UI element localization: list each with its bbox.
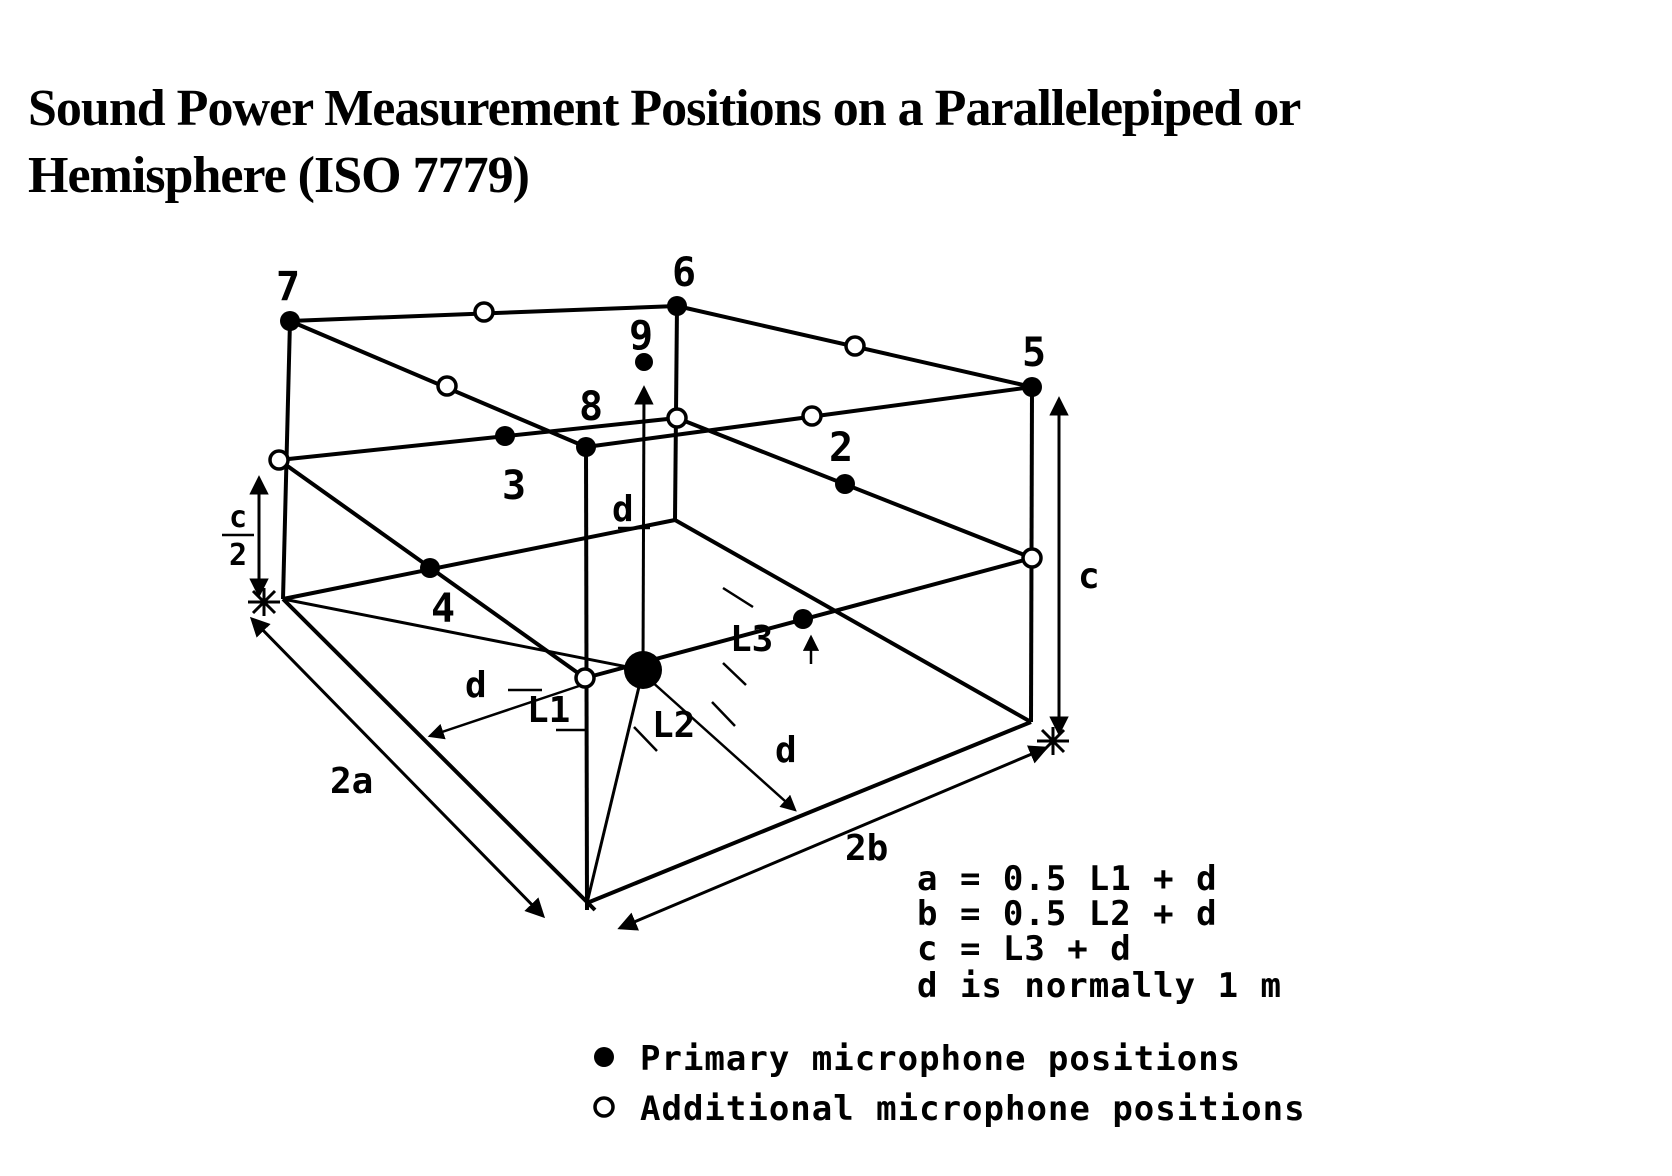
additional-positions [268,301,1043,689]
mic-position-7 [280,311,300,331]
label-position-3: 3 [502,463,526,509]
dimension-c: c [1049,396,1100,736]
legend-primary-label: Primary microphone positions [640,1039,1241,1079]
dimension-c-half: c 2 [222,475,269,598]
d-top-label: d [612,489,634,530]
l3-label: L3 [730,619,773,660]
mic-position-4 [420,558,440,578]
additional-position-top-back-mid [473,301,495,323]
dimension-2b: 2b [617,745,1049,931]
formula-a: a = 0.5 L1 + d [917,859,1218,899]
dimension-d-left: d L1 [427,665,586,740]
legend: Primary microphone positions Additional … [593,1039,1306,1129]
formula-b: b = 0.5 L2 + d [917,894,1218,934]
formula-c: c = L3 + d [917,929,1132,969]
l1-label: L1 [527,690,570,731]
label-position-9: 9 [629,313,653,359]
primary-positions [280,296,1042,629]
floor-corner-star-right [1037,727,1069,755]
l2-label: L2 [652,705,695,746]
additional-position-top-front-left-mid [436,375,458,397]
additional-position-right-edge-mid [1021,547,1043,569]
c-half-numerator: c [229,500,247,535]
additional-position-front-edge-mid [574,667,596,689]
label-position-4: 4 [431,586,455,632]
2a-label: 2a [330,761,373,802]
mic-position-2 [835,474,855,494]
d-right-label: d [775,730,797,771]
mic-position-5 [1022,377,1042,397]
mid-height-plane-edges [277,416,1033,680]
mic-position-3 [495,426,515,446]
label-position-6: 6 [672,250,696,296]
mic-position-1 [793,609,813,629]
position-number-labels: 7 6 5 9 8 2 3 4 [276,250,1046,632]
formula-d-note: d is normally 1 m [917,966,1282,1006]
additional-position-left-edge-mid [268,449,290,471]
label-position-7: 7 [276,264,300,310]
additional-position-top-front-right-mid [801,405,823,427]
dimension-2a: 2a [249,616,546,919]
legend-filled-dot-icon [594,1047,614,1067]
mic-position-8 [576,437,596,457]
box-vertical-edges [281,305,1034,911]
d-left-label: d [465,665,487,706]
page-title-line1: Sound Power Measurement Positions on a P… [28,80,1300,137]
floor-corner-star-left [248,588,280,616]
page-title-line2: Hemisphere (ISO 7779) [28,147,529,204]
floor-center-diagonals [282,597,645,904]
mic-position-9 [635,353,653,371]
additional-position-top-right-mid [844,335,866,357]
source-center-dot [624,651,662,689]
label-position-2: 2 [829,425,853,471]
dimension-d-right: d L2 [633,679,797,812]
legend-open-dot-icon [593,1096,615,1118]
2b-label: 2b [845,828,888,869]
box-top-face-edges [289,304,1033,449]
c-label: c [1078,556,1100,597]
formula-block: a = 0.5 L1 + d b = 0.5 L2 + d c = L3 + d… [917,859,1282,1006]
label-position-8: 8 [579,384,603,430]
dimension-d-top: d L3 [612,489,773,686]
mic-position-6 [667,296,687,316]
additional-position-back-edge-mid [666,407,688,429]
legend-additional-label: Additional microphone positions [640,1089,1306,1129]
label-position-5: 5 [1022,330,1046,376]
c-half-denominator: 2 [229,538,247,573]
